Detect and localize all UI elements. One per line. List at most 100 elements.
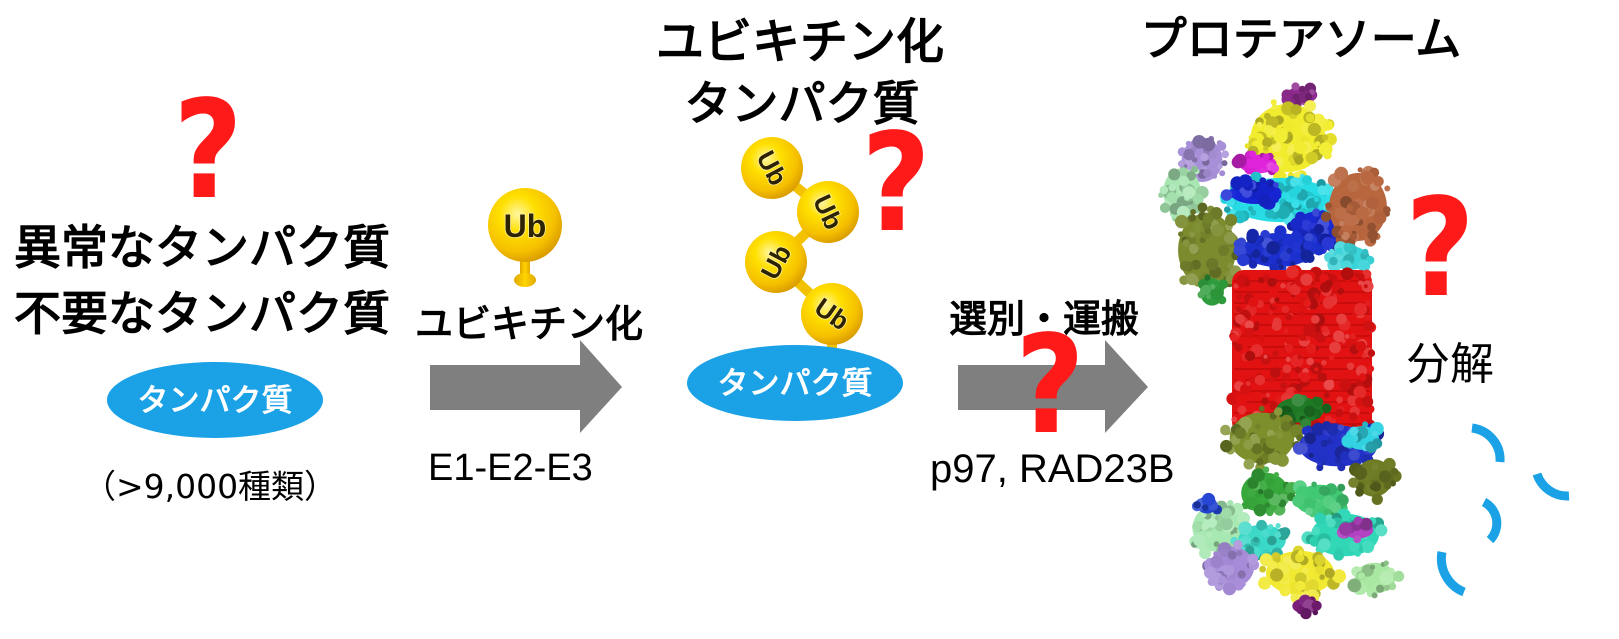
proteasome-atom bbox=[1265, 435, 1279, 449]
proteasome-atom bbox=[1261, 397, 1269, 405]
proteasome-atom bbox=[1233, 244, 1246, 257]
proteasome-atom bbox=[1265, 392, 1271, 398]
ubiquitinated-protein-ellipse bbox=[687, 345, 903, 421]
proteasome-atom bbox=[1204, 566, 1216, 579]
proteasome-atom bbox=[1304, 93, 1313, 101]
proteasome-atom bbox=[1177, 160, 1185, 168]
transport-label: 選別・運搬 bbox=[949, 297, 1139, 341]
proteasome-atom bbox=[1382, 206, 1391, 214]
proteasome-atom bbox=[1301, 567, 1309, 575]
unneeded-protein-label: 不要なタンパク質 bbox=[14, 287, 390, 342]
proteasome-atom bbox=[1258, 194, 1271, 208]
proteasome-atom bbox=[1200, 284, 1211, 295]
proteasome-atom bbox=[1254, 374, 1266, 386]
proteasome-atom bbox=[1255, 181, 1262, 188]
proteasome-atom bbox=[1297, 354, 1303, 360]
protein-count-note: （>9,000種類） bbox=[83, 467, 337, 506]
proteasome-atom bbox=[1264, 112, 1271, 120]
proteasome-atom bbox=[1270, 568, 1284, 582]
proteasome-atom bbox=[1267, 524, 1274, 530]
proteasome-atom bbox=[1321, 326, 1329, 333]
proteasome-atom bbox=[1262, 137, 1273, 148]
proteasome-atom bbox=[1220, 424, 1231, 436]
proteasome-atom bbox=[1311, 526, 1320, 535]
proteasome-atom bbox=[1309, 536, 1320, 547]
proteasome-atom bbox=[1312, 396, 1320, 405]
proteasome-atom bbox=[1384, 185, 1391, 192]
proteasome-atom bbox=[1221, 150, 1229, 159]
proteasome-atom bbox=[1259, 167, 1266, 173]
proteasome-atom bbox=[1263, 145, 1269, 151]
proteasome-atom bbox=[1235, 314, 1245, 324]
proteasome-atom bbox=[1269, 377, 1275, 382]
proteasome-atom bbox=[1247, 488, 1256, 498]
proteasome-atom bbox=[1268, 310, 1273, 315]
proteasome-atom bbox=[1280, 143, 1289, 152]
proteasome-atom bbox=[1248, 376, 1256, 384]
proteasome-atom bbox=[1317, 372, 1327, 382]
proteasome-title: プロテアソーム bbox=[1141, 12, 1462, 66]
proteasome-atom bbox=[1244, 281, 1251, 287]
proteasome-atom bbox=[1302, 323, 1316, 337]
proteasome-atom bbox=[1308, 452, 1314, 459]
proteasome-atom bbox=[1258, 207, 1264, 213]
ubiquitination-label: ユビキチン化 bbox=[415, 302, 643, 346]
proteasome-atom bbox=[1259, 565, 1266, 573]
proteasome-atom bbox=[1258, 576, 1272, 590]
proteasome-atom bbox=[1358, 280, 1364, 286]
proteasome-atom bbox=[1270, 164, 1280, 173]
proteasome-atom bbox=[1240, 383, 1252, 395]
proteasome-atom bbox=[1367, 222, 1376, 232]
peptide-fragment bbox=[1532, 472, 1570, 501]
proteasome-atom bbox=[1348, 449, 1360, 461]
proteasome-atom bbox=[1358, 373, 1367, 382]
transport-factors-label: p97, RAD23B bbox=[930, 447, 1175, 491]
proteasome-atom bbox=[1361, 395, 1374, 408]
proteasome-atom bbox=[1328, 354, 1335, 361]
proteasome-atom bbox=[1282, 239, 1289, 246]
proteasome-atom bbox=[1244, 350, 1256, 362]
proteasome-atom bbox=[1348, 477, 1359, 488]
proteasome-atom bbox=[1281, 305, 1290, 314]
proteasome-atom bbox=[1278, 499, 1287, 508]
transport-arrow bbox=[958, 340, 1148, 433]
proteasome-atom bbox=[1339, 378, 1352, 391]
proteasome-atom bbox=[1256, 457, 1264, 466]
proteasome-atom bbox=[1244, 320, 1254, 330]
proteasome-atom bbox=[1339, 220, 1345, 227]
proteasome-atom bbox=[1336, 313, 1347, 325]
proteasome-atom bbox=[1354, 302, 1368, 316]
proteasome-atom bbox=[1295, 580, 1306, 591]
proteasome-atom bbox=[1237, 405, 1247, 415]
proteasome-atom bbox=[1354, 550, 1361, 557]
proteasome-atom bbox=[1336, 396, 1343, 404]
proteasome-atom bbox=[1179, 260, 1191, 272]
proteasome-atom bbox=[1341, 434, 1355, 448]
proteasome-atom bbox=[1280, 588, 1286, 594]
proteasome-atom bbox=[1367, 365, 1375, 373]
proteasome-atom bbox=[1274, 531, 1282, 538]
proteasome-atom bbox=[1178, 231, 1184, 237]
proteasome-atom bbox=[1307, 122, 1321, 137]
ubiquitin-ball bbox=[488, 188, 562, 262]
proteasome-atom bbox=[1355, 340, 1367, 352]
proteasome-atom bbox=[1299, 310, 1305, 316]
proteasome-atom bbox=[1239, 187, 1246, 194]
proteasome-atom bbox=[1286, 247, 1293, 254]
proteasome-atom bbox=[1305, 151, 1319, 165]
proteasome-atom bbox=[1334, 207, 1347, 220]
proteasome-atom bbox=[1276, 454, 1289, 467]
proteasome-atom bbox=[1251, 468, 1265, 482]
proteasome-atom bbox=[1315, 449, 1330, 463]
proteasome-atom bbox=[1314, 512, 1326, 525]
proteasome-atom bbox=[1294, 155, 1304, 165]
proteasome-atom bbox=[1314, 141, 1321, 147]
proteasome-atom bbox=[1218, 575, 1227, 585]
ubiquitin-tail-end bbox=[514, 273, 536, 287]
proteasome-atom bbox=[1272, 302, 1277, 308]
proteasome-atom bbox=[1267, 277, 1277, 287]
proteasome-atom bbox=[1227, 262, 1234, 269]
proteasome-atom bbox=[1270, 99, 1277, 106]
proteasome-atom bbox=[1285, 356, 1291, 362]
peptide-fragments bbox=[1436, 423, 1570, 597]
